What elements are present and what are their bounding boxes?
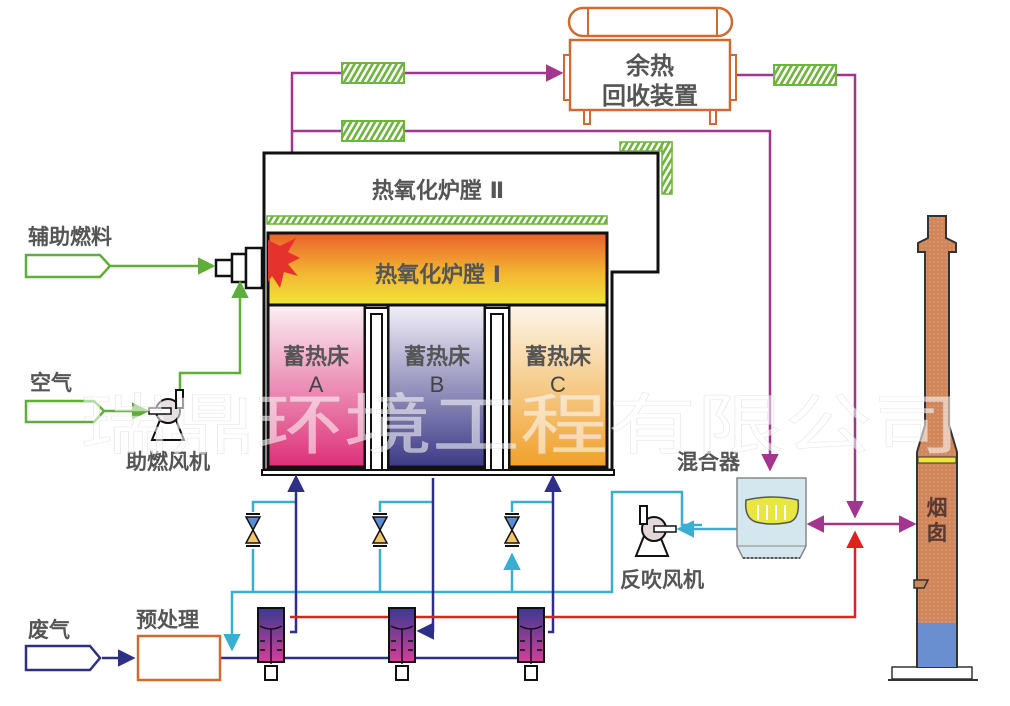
fuel-air-lines: 辅助燃料 空气: [24, 225, 249, 424]
bed-b-title: 蓄热床: [404, 344, 471, 370]
chamber-1-label: 热氧化炉膛 Ⅰ: [375, 262, 501, 288]
heat-recovery-label-line1: 余热: [625, 52, 674, 80]
purge-valve-a[interactable]: [244, 513, 262, 547]
chamber-1[interactable]: [266, 231, 609, 307]
bed-c-title: 蓄热床: [525, 344, 592, 370]
pipe-insulation: [341, 62, 837, 142]
pretreatment-unit[interactable]: [136, 634, 222, 682]
purge-valves: [244, 513, 521, 547]
purge-valve-c[interactable]: [503, 513, 521, 547]
heat-recovery-label-line2: 回收装置: [602, 82, 698, 110]
burner[interactable]: [214, 246, 264, 290]
chimney-label-line2: 囱: [927, 521, 948, 545]
combustion-fan-icon[interactable]: [148, 389, 186, 441]
purge-valve-b[interactable]: [371, 513, 389, 547]
thermal-oxidizer: 热氧化炉膛 Ⅱ 热氧化炉膛 Ⅰ 蓄热床 A 蓄热床 B 蓄热床 C: [261, 141, 673, 476]
hot-bypass-line: [290, 530, 864, 619]
air-label: 空气: [30, 371, 72, 395]
flue-line-to-heat-recovery: [290, 64, 564, 152]
watermark: 瑞鼎环境工程有限公司: [80, 387, 960, 464]
bed-a-title: 蓄热床: [283, 344, 350, 370]
blowback-fan-label: 反吹风机: [620, 568, 704, 592]
purge-lines: [223, 490, 737, 652]
mixer[interactable]: [736, 477, 807, 559]
aux-fuel-inlet[interactable]: [24, 253, 112, 279]
switching-damper-c[interactable]: [517, 607, 545, 681]
flue-line-bypass-to-mixer: [292, 129, 779, 472]
chimney-label-line1: 烟: [927, 496, 948, 520]
burner-flame-icon: [268, 238, 300, 288]
combustion-fan-label: 助燃风机: [126, 450, 210, 474]
switching-damper-a[interactable]: [257, 607, 285, 681]
regenerative-bed-a[interactable]: [266, 303, 367, 469]
chamber-2-label: 热氧化炉膛 Ⅱ: [372, 178, 504, 204]
chimney[interactable]: 烟 囱: [888, 215, 978, 681]
switching-dampers: [257, 607, 545, 681]
mixer-label: 混合器: [677, 450, 741, 474]
bed-b-letter: B: [430, 372, 445, 397]
bed-a-letter: A: [309, 372, 324, 397]
waste-gas-label: 废气: [28, 618, 70, 642]
air-inlet[interactable]: [24, 399, 106, 424]
switching-damper-b[interactable]: [388, 607, 416, 681]
regenerative-bed-c[interactable]: [507, 303, 609, 469]
waste-gas-inlet[interactable]: [24, 644, 102, 672]
pretreatment-label: 预处理: [136, 608, 199, 632]
waste-heat-recovery-unit[interactable]: 余热 回收装置: [563, 6, 737, 125]
bed-c-letter: C: [550, 372, 566, 397]
aux-fuel-label: 辅助燃料: [28, 225, 112, 249]
blowback-fan-icon[interactable]: [634, 505, 677, 557]
